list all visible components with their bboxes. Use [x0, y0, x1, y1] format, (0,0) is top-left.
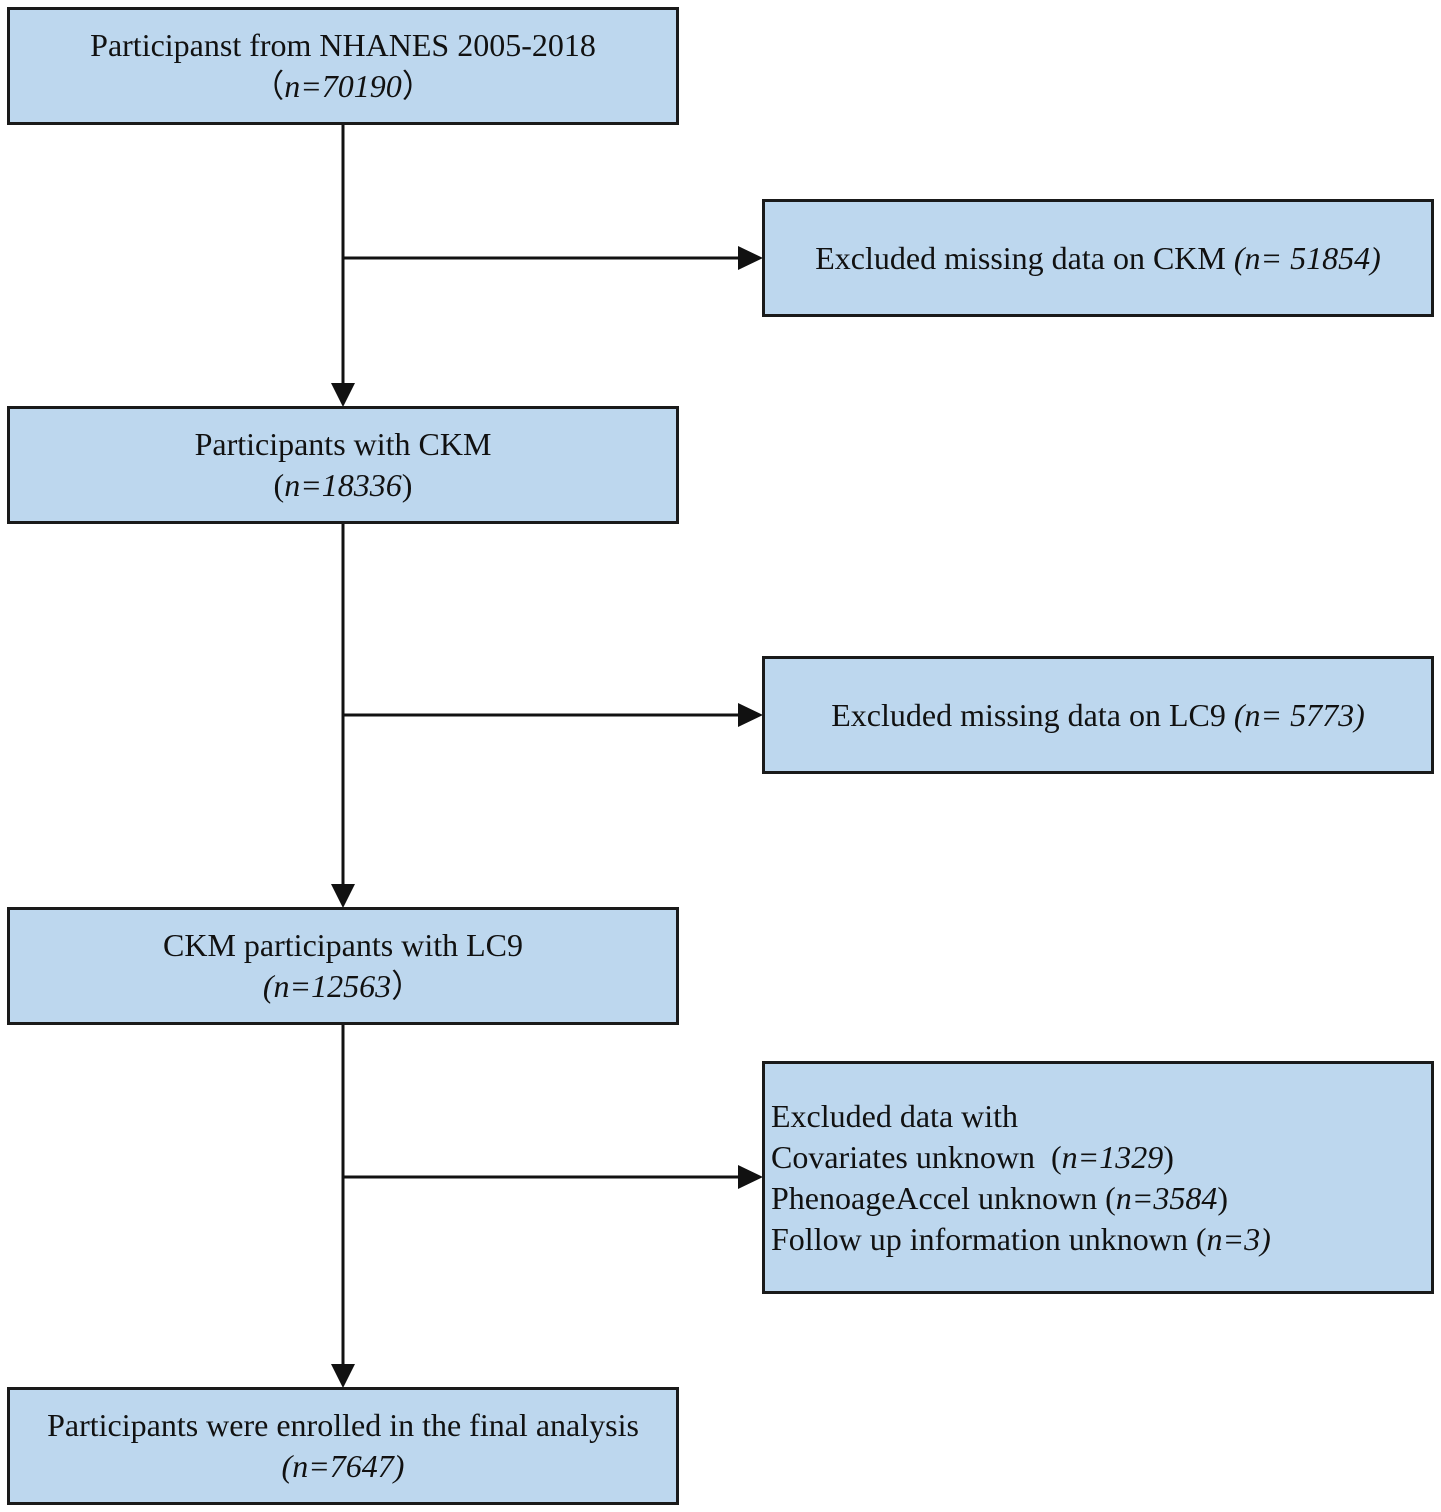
paren-close: ) [401, 467, 413, 503]
box-title: Excluded data with [771, 1097, 1019, 1134]
arrowhead-right-3 [738, 1165, 763, 1189]
count-value: n=3584 [1115, 1179, 1218, 1216]
box-participants-with-ckm: Participants with CKM (n=18336) [7, 406, 679, 524]
box-title: Participants were enrolled in the final … [47, 1407, 639, 1443]
paren-open: ( [1050, 1138, 1062, 1175]
paren-close: ） [391, 968, 424, 1004]
box-count: (n=12563） [263, 966, 423, 1007]
box-excluded-ckm: Excluded missing data on CKM (n= 51854) [762, 199, 1434, 317]
arrowhead-down-3 [331, 1364, 355, 1388]
paren-open: ( [1195, 1220, 1207, 1257]
count-value: n=3) [1206, 1220, 1271, 1257]
paren-close: ) [1163, 1138, 1174, 1175]
row-label: Covariates unknown [771, 1138, 1051, 1175]
paren-open: ( [1105, 1179, 1116, 1216]
row-label: Follow up information unknown [771, 1220, 1196, 1257]
count-value: (n=7647) [281, 1448, 405, 1484]
paren-open: ( [273, 467, 285, 503]
arrowhead-down-2 [331, 884, 355, 908]
exclusion-label: Excluded missing data on CKM [815, 239, 1234, 276]
box-title: Participanst from NHANES 2005-2018 [90, 27, 596, 63]
box-title: Participants with CKM [194, 426, 492, 462]
count-value: (n=12563 [262, 968, 392, 1004]
box-count: (n=18336) [274, 465, 413, 506]
paren-close: ） [401, 68, 434, 104]
paren-close: ) [1217, 1179, 1229, 1216]
box-count: （n=70190） [252, 66, 434, 107]
count-value: n=1329 [1061, 1138, 1164, 1175]
exclusion-row: Covariates unknown (n=1329) [771, 1137, 1174, 1178]
box-excluded-other: Excluded data with Covariates unknown (n… [762, 1061, 1434, 1294]
count-value: (n= 51854) [1233, 239, 1381, 276]
box-participants-nhanes: Participanst from NHANES 2005-2018 （n=70… [7, 7, 679, 125]
box-count: (n=7647) [282, 1446, 405, 1487]
exclusion-row: PhenoageAccel unknown (n=3584) [771, 1178, 1228, 1219]
arrowhead-right-1 [738, 246, 763, 270]
box-final-analysis: Participants were enrolled in the final … [7, 1387, 679, 1505]
box-excluded-lc9: Excluded missing data on LC9 (n= 5773) [762, 656, 1434, 774]
arrowhead-down-1 [331, 383, 355, 407]
arrowhead-right-2 [738, 703, 763, 727]
row-label: PhenoageAccel unknown [771, 1179, 1106, 1216]
count-value: (n= 5773) [1233, 696, 1365, 733]
exclusion-label: Excluded missing data on LC9 [831, 696, 1234, 733]
box-text: Excluded missing data on LC9 (n= 5773) [831, 695, 1365, 736]
box-ckm-participants-lc9: CKM participants with LC9 (n=12563） [7, 907, 679, 1025]
box-text: Excluded missing data on CKM (n= 51854) [815, 238, 1381, 279]
box-title: CKM participants with LC9 [163, 927, 523, 963]
exclusion-row: Follow up information unknown (n=3) [771, 1219, 1271, 1260]
paren-open: （ [252, 68, 285, 104]
count-value: n=18336 [284, 467, 402, 503]
count-value: n=70190 [284, 68, 402, 104]
